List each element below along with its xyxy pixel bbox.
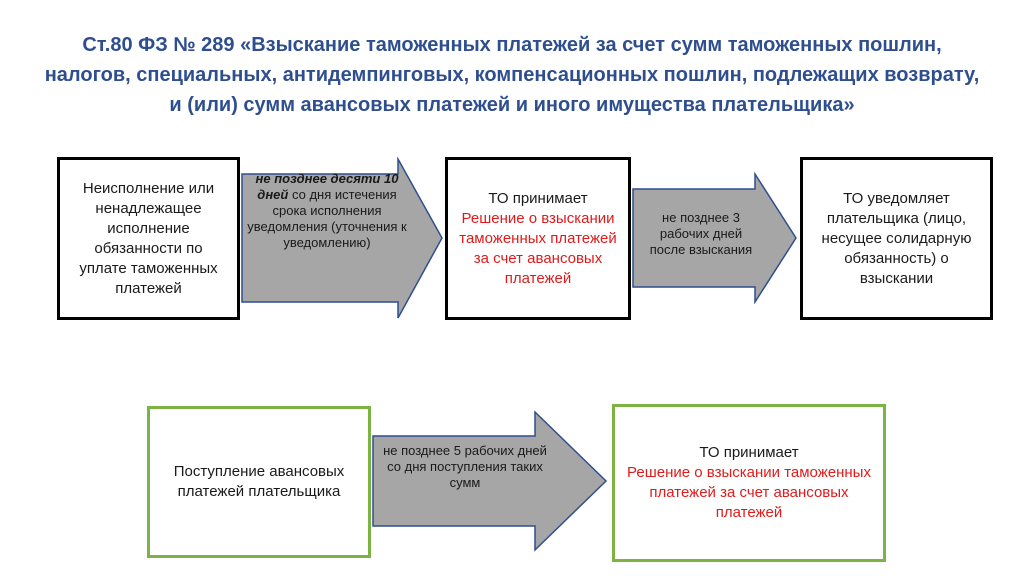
deadline-5-days-text: не позднее 5 рабочих дней со дня поступл…: [383, 443, 547, 490]
deadline-3-days-text: не позднее 3 рабочих дней после взыскани…: [649, 210, 753, 257]
deadline-10-days-rest: со дня истечения срока исполнения уведом…: [247, 187, 407, 250]
notify-payer-text: ТО уведомляет плательщика (лицо, несущее…: [821, 189, 972, 287]
decision-title-1: Решение о взыскании таможенных платежей …: [459, 209, 617, 287]
deadline-5-days-arrow: не позднее 5 рабочих дней со дня поступл…: [371, 410, 609, 552]
decision-box-2: ТО принимает Решение о взыскании таможен…: [612, 404, 886, 562]
advance-payments-box: Поступление авансовых платежей плательщи…: [147, 406, 371, 558]
advance-payments-text: Поступление авансовых платежей плательщи…: [173, 463, 345, 500]
deadline-10-days-arrow: не позднее десяти 10 дней со дня истечен…: [240, 157, 445, 320]
deadline-10-days-text: не позднее десяти 10 дней со дня истечен…: [246, 171, 408, 251]
slide-title: Ст.80 ФЗ № 289 «Взыскание таможенных пла…: [44, 34, 980, 116]
decision-box-1: ТО принимает Решение о взыскании таможен…: [445, 157, 631, 320]
decision-title-2: Решение о взыскании таможенных платежей …: [627, 464, 871, 521]
deadline-3-days-arrow: не позднее 3 рабочих дней после взыскани…: [631, 172, 799, 304]
arrow-shape: [372, 410, 608, 552]
notify-payer-box: ТО уведомляет плательщика (лицо, несущее…: [800, 157, 993, 320]
decision-intro-1: ТО принимает: [488, 189, 588, 207]
deadline-10-days-emphasis: не позднее десяти 10 дней: [255, 171, 399, 202]
arrow-shape: [241, 157, 443, 319]
nonfulfillment-text: Неисполнение или ненадлежащее исполнение…: [79, 179, 218, 297]
decision-intro-2: ТО принимает: [699, 444, 799, 461]
arrow-shape: [632, 172, 797, 304]
nonfulfillment-box: Неисполнение или ненадлежащее исполнение…: [57, 157, 240, 320]
